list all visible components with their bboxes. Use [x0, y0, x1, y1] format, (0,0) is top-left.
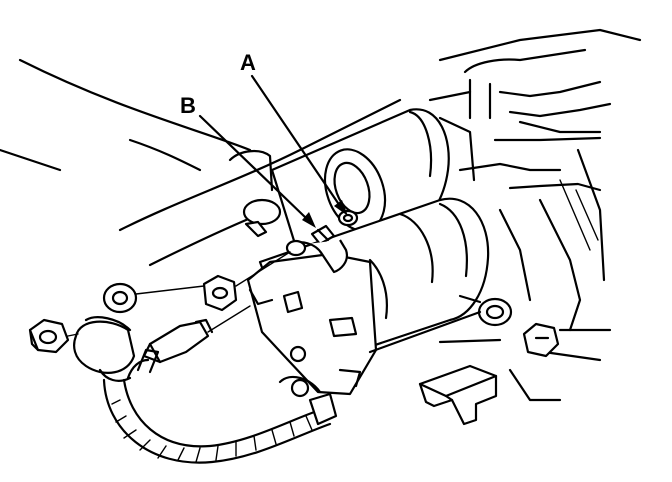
terminal-a: [337, 209, 359, 227]
mounting-bolt: [522, 322, 560, 358]
terminal-b: [310, 224, 336, 246]
bracket: [418, 364, 498, 426]
callout-label-b: B: [180, 93, 196, 118]
engine-block: [428, 28, 642, 402]
starter-housing: [246, 252, 378, 398]
battery-terminal-post: [242, 198, 282, 238]
ring-terminal-washer: [102, 282, 138, 314]
terminal-nut-small: [202, 274, 238, 312]
assembly-guide-lines: [67, 251, 291, 337]
through-bolt: [368, 294, 513, 354]
callout-leader-a: [250, 74, 348, 216]
terminal-boot-cap: [73, 316, 136, 382]
connector-plug: [142, 318, 214, 364]
wire-harness: [102, 348, 338, 464]
terminal-nut-large: [28, 318, 70, 354]
callout-label-a: A: [240, 50, 256, 75]
solenoid-lead-wire: [285, 239, 348, 274]
callout-leader-b: [198, 114, 316, 228]
